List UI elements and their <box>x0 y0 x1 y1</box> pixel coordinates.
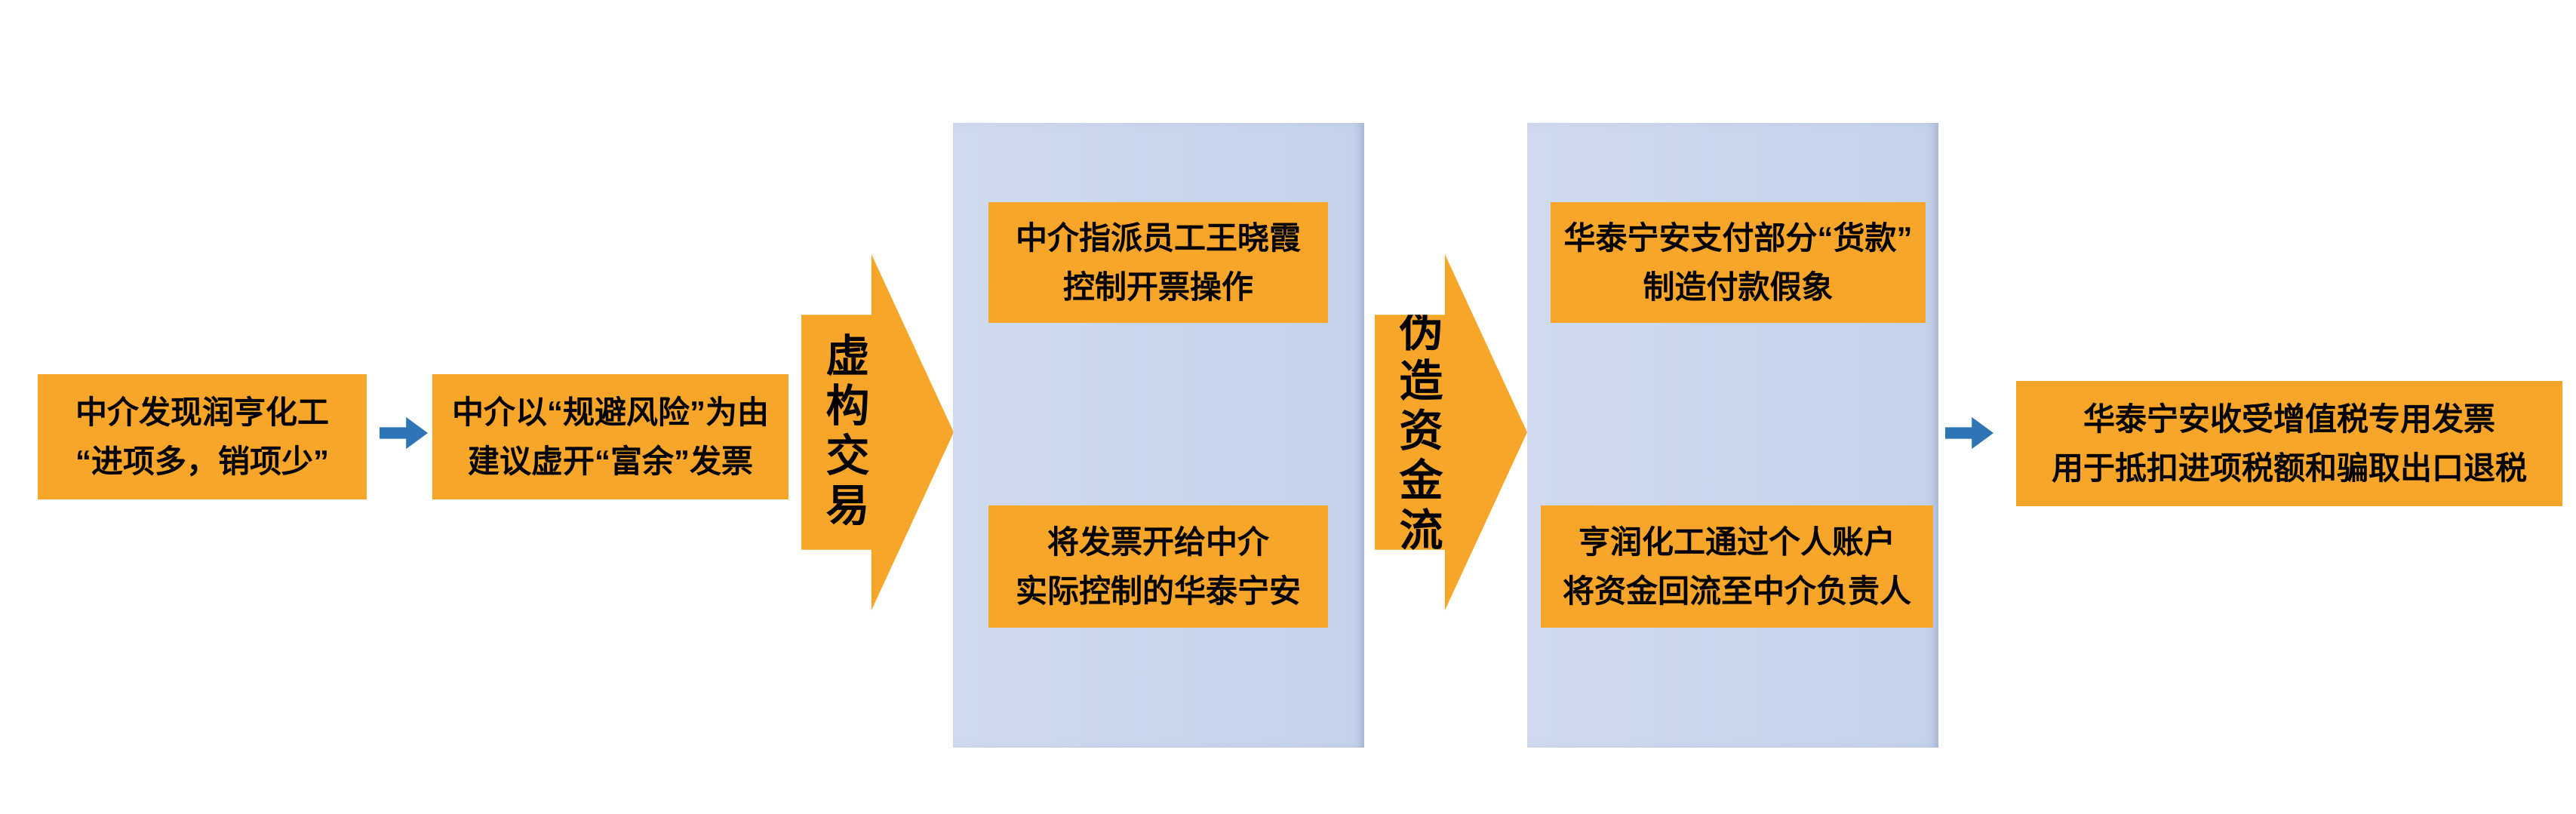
node-text-line: 中介发现润亨化工 <box>75 394 329 430</box>
node-text-line: 中介以“规避风险”为由 <box>451 394 769 430</box>
node-assign-employee: 中介指派员工王晓霞 控制开票操作 <box>988 202 1328 323</box>
node-text-line: 华泰宁安支付部分“货款” <box>1563 220 1913 256</box>
node-discover-surplus: 中介发现润亨化工 “进项多，销项少” <box>38 374 367 499</box>
flow-arrow-icon <box>1945 416 1993 450</box>
node-issue-invoice: 将发票开给中介 实际控制的华泰宁安 <box>988 505 1328 628</box>
node-text-line: “进项多，销项少” <box>75 444 329 479</box>
block-arrow-fabricate-transaction: 虚构交易 <box>801 254 954 610</box>
arrow-label: 伪造资金流 <box>1392 308 1442 557</box>
node-text-line: 用于抵扣进项税额和骗取出口退税 <box>2051 450 2527 486</box>
node-text-line: 控制开票操作 <box>1062 269 1253 305</box>
node-funds-return: 亨润化工通过个人账户 将资金回流至中介负责人 <box>1541 505 1933 628</box>
node-text-line: 华泰宁安收受增值税专用发票 <box>2083 401 2495 437</box>
arrow-label: 虚构交易 <box>819 333 868 532</box>
node-text-line: 制造付款假象 <box>1643 269 1834 305</box>
node-receive-vat-invoices: 华泰宁安收受增值税专用发票 用于抵扣进项税额和骗取出口退税 <box>2016 381 2562 506</box>
node-partial-payment: 华泰宁安支付部分“货款” 制造付款假象 <box>1551 202 1926 323</box>
node-text-line: 将资金回流至中介负责人 <box>1562 573 1911 609</box>
node-text-line: 建议虚开“富余”发票 <box>467 444 753 479</box>
node-text-line: 中介指派员工王晓霞 <box>1015 220 1301 256</box>
flow-arrow-icon <box>380 416 428 450</box>
block-arrow-fabricate-funds-flow: 伪造资金流 <box>1375 254 1527 610</box>
node-text-line: 将发票开给中介 <box>1047 524 1269 560</box>
node-text-line: 实际控制的华泰宁安 <box>1015 573 1301 609</box>
node-suggest-false-invoicing: 中介以“规避风险”为由 建议虚开“富余”发票 <box>432 374 788 499</box>
node-text-line: 亨润化工通过个人账户 <box>1578 524 1895 560</box>
